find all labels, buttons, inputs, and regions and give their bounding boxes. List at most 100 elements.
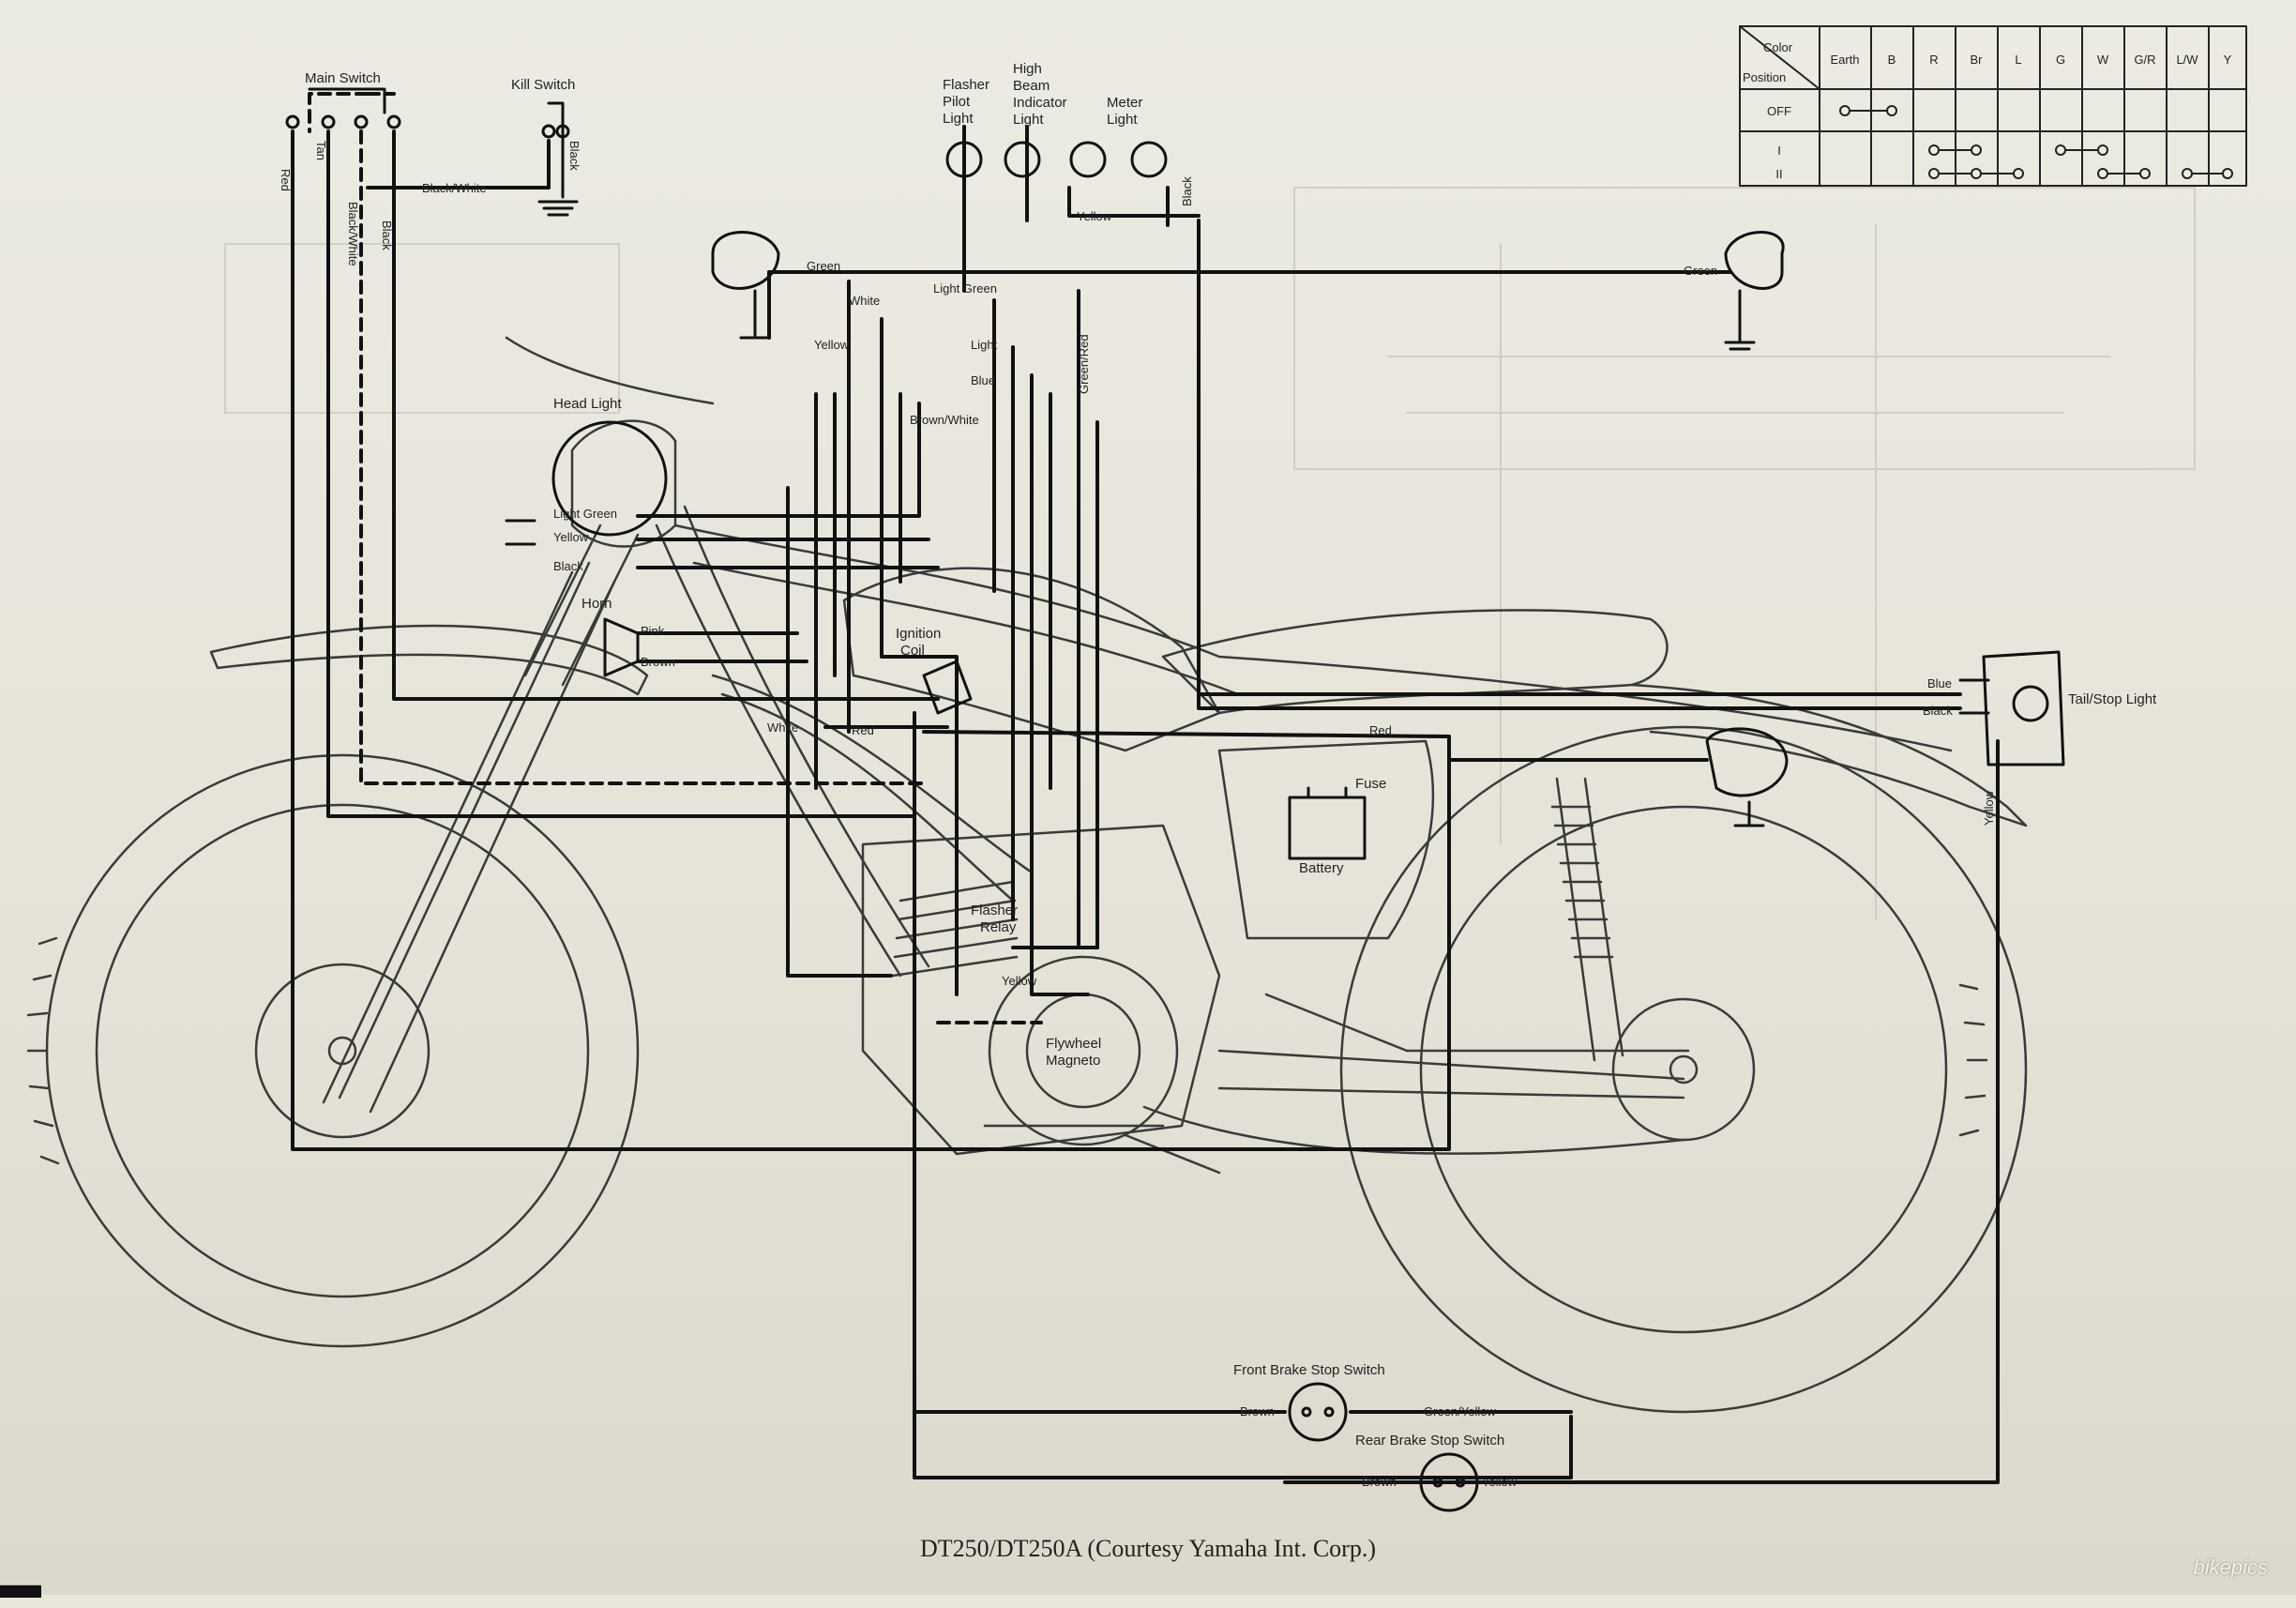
wire-label-yellow-3: Yellow: [553, 530, 589, 544]
switch-table-terminal: [1839, 105, 1850, 116]
high-beam-label-2: Beam: [1013, 78, 1050, 94]
horn-label: Horn: [582, 596, 612, 612]
wire-label-red-2: Red: [852, 723, 874, 737]
flywheel-magneto-label-1: Flywheel: [1046, 1036, 1101, 1052]
wire-label-brown-2: Brown: [1240, 1404, 1275, 1418]
switch-table-corner-top: Color: [1763, 40, 1793, 54]
wire-label-brown-white-1: Brown/White: [910, 413, 979, 427]
flasher-pilot-light-label-1: Flasher: [943, 77, 989, 93]
wire-label-red: Red: [279, 169, 293, 191]
switch-table-column-header: G: [2056, 53, 2065, 67]
ignition-coil-label-2: Coil: [900, 643, 925, 659]
wire-label-black-3: Black: [1180, 176, 1194, 206]
high-beam-label-1: High: [1013, 61, 1042, 77]
meter-light-label-2: Light: [1107, 112, 1138, 128]
wire-label-red-3: Red: [1369, 723, 1392, 737]
front-brake-stop-switch-label: Front Brake Stop Switch: [1233, 1362, 1385, 1378]
wire-label-blue-1: Blue: [971, 373, 995, 387]
watermark-logo: bikepics: [2193, 1555, 2268, 1579]
wire-label-yellow-6: Yellow: [1482, 1475, 1518, 1489]
main-switch-label: Main Switch: [305, 70, 381, 86]
switch-table-terminal: [2055, 144, 2066, 156]
pilot-lights: [945, 141, 1168, 178]
switch-table-column-header: G/R: [2134, 53, 2155, 67]
switch-table-column-header: L: [2015, 53, 2021, 67]
switch-table-terminal: [2222, 168, 2233, 179]
flasher-pilot-light-label-3: Light: [943, 111, 974, 127]
wire-label-green-yellow: Green/Yellow: [1424, 1404, 1496, 1418]
ignition-coil-label-1: Ignition: [896, 626, 941, 642]
switch-table-column-header: Br: [1971, 53, 1984, 67]
wire-label-yellow-1: Yellow: [814, 338, 850, 352]
wire-label-green-1: Green: [807, 259, 840, 273]
wire-label-light: Light: [971, 338, 998, 352]
wire-label-black-white-2: Black/White: [422, 181, 487, 195]
switch-table-column-header: W: [2097, 53, 2109, 67]
wire-label-black-5: Black: [1923, 704, 1953, 718]
switch-table-terminal: [2097, 168, 2108, 179]
dashed-wires: [308, 92, 1043, 1024]
switch-table-column-header: R: [1929, 53, 1938, 67]
switch-table-position: I: [1777, 144, 1781, 158]
wire-label-blue-2: Blue: [1927, 676, 1952, 690]
switch-table: [1739, 25, 2247, 187]
wire-label-green-red-1: Green/Red: [1077, 334, 1091, 394]
wire-label-yellow-5: Yellow: [1002, 974, 1037, 988]
kill-switch-label: Kill Switch: [511, 77, 575, 93]
rear-flasher: [1705, 727, 1789, 827]
motorcycle-outline: [26, 336, 2028, 1414]
diagram-labels: Main Switch Kill Switch Head Light Horn …: [305, 61, 2157, 1449]
main-switch: [285, 87, 401, 129]
meter-light-label-1: Meter: [1107, 95, 1142, 111]
switch-table-terminal: [2182, 168, 2193, 179]
tail-stop-light-label: Tail/Stop Light: [2068, 691, 2157, 707]
switch-table-terminal: [2097, 144, 2108, 156]
wire-label-black-1: Black: [380, 220, 394, 250]
front-flashers: [711, 231, 1785, 351]
wire-label-black-white-1: Black/White: [346, 202, 360, 266]
battery-label: Battery: [1299, 860, 1344, 876]
bleed-through: [224, 187, 2196, 920]
wire-label-black-4: Black: [553, 559, 583, 573]
switch-table-terminal: [2013, 168, 2024, 179]
switch-table-corner-bottom: Position: [1743, 70, 1786, 84]
wire-label-brown-3: Brown: [1362, 1475, 1397, 1489]
switch-table-column-header: Y: [2224, 53, 2232, 67]
wire-label-white-2: White: [767, 721, 798, 735]
wire-label-pink: Pink: [641, 624, 665, 638]
rear-brake-stop-switch-label: Rear Brake Stop Switch: [1355, 1433, 1504, 1449]
switch-table-terminal: [1971, 168, 1982, 179]
diagram-caption: DT250/DT250A (Courtesy Yamaha Int. Corp.…: [919, 1535, 1376, 1562]
switch-table-column-header: Earth: [1830, 53, 1859, 67]
horn: [603, 617, 640, 677]
kill-switch: [537, 101, 579, 217]
switch-table-column-header: B: [1888, 53, 1896, 67]
wire-label-yellow-2: Yellow: [1077, 209, 1112, 223]
flasher-relay-label-1: Flasher: [971, 903, 1018, 918]
flasher-relay-label-2: Relay: [980, 919, 1017, 935]
switch-table-position: OFF: [1767, 104, 1791, 118]
wire-label-green-2: Green: [1684, 264, 1717, 278]
switch-table-position: II: [1775, 167, 1782, 181]
flasher-pilot-light-label-2: Pilot: [943, 94, 971, 110]
ignition-coil: [922, 660, 973, 715]
switch-table-terminal: [2139, 168, 2151, 179]
wire-label-yellow-4: Yellow: [1982, 790, 1996, 826]
switch-table-terminal: [1928, 144, 1940, 156]
wire-label-brown-1: Brown: [641, 655, 675, 669]
wire-label-light-green-1: Light Green: [933, 281, 997, 296]
fuse-label: Fuse: [1355, 776, 1386, 792]
page-number-fragment: ▬: [0, 1561, 41, 1607]
tail-stop-light: [1958, 650, 2065, 766]
wire-labels: Red Tan Black/White Black Black/White Bl…: [279, 141, 1996, 1489]
head-light-label: Head Light: [553, 396, 622, 412]
brake-stop-switches: [1288, 1382, 1479, 1512]
switch-table-terminal: [1886, 105, 1897, 116]
high-beam-label-4: Light: [1013, 112, 1044, 128]
wire-label-black-2: Black: [567, 141, 582, 171]
battery: [1288, 786, 1367, 860]
switch-table-terminal: [1928, 168, 1940, 179]
